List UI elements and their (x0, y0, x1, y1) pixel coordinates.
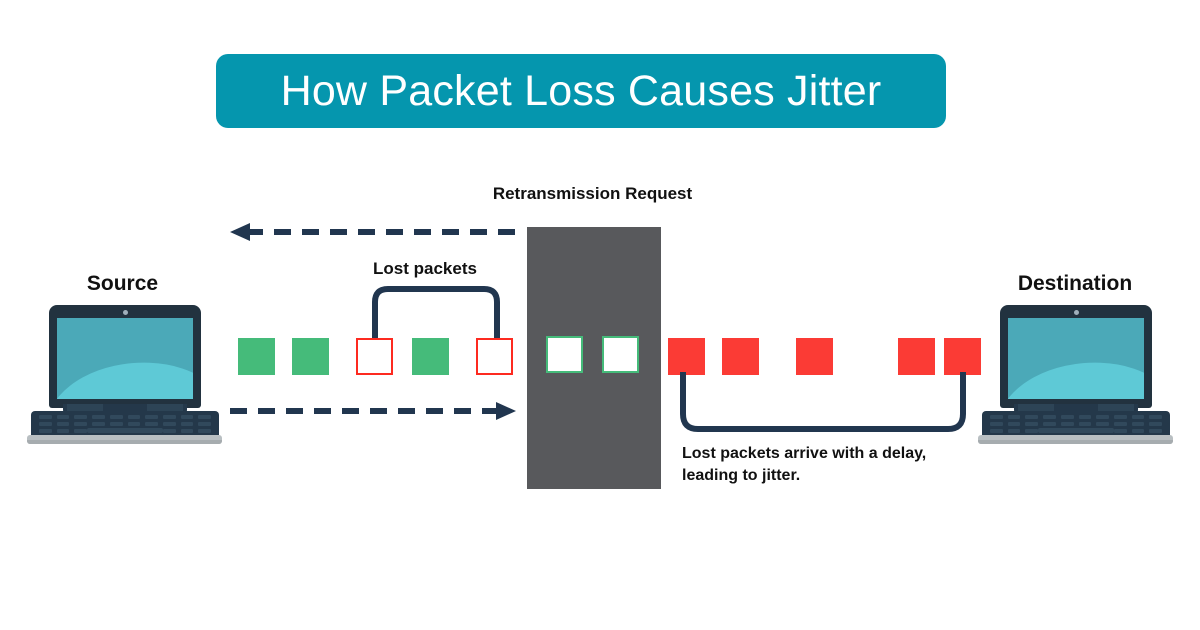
packet-lost-5 (476, 338, 513, 375)
laptop-base (978, 435, 1173, 444)
jitter-explanation-line2: leading to jitter. (682, 467, 801, 485)
packet-arrived-5 (944, 338, 981, 375)
packet-sent-1 (238, 338, 275, 375)
laptop-hinge (63, 404, 187, 413)
lost-packets-bracket (370, 284, 502, 342)
packet-lost-3 (356, 338, 393, 375)
source-laptop (27, 305, 222, 445)
laptop-lid (1000, 305, 1152, 408)
destination-laptop (978, 305, 1173, 445)
laptop-lid (49, 305, 201, 408)
laptop-hinge (1014, 404, 1138, 413)
jitter-explanation: Lost packets arrive with a delay, leadin… (682, 443, 926, 487)
keyboard-spacebar (87, 428, 163, 433)
keyboard-spacebar (1038, 428, 1114, 433)
destination-label: Destination (1017, 272, 1133, 295)
page-title: How Packet Loss Causes Jitter (280, 66, 882, 115)
webcam-icon (122, 310, 128, 315)
packet-arrived-3 (796, 338, 833, 375)
laptop-base (27, 435, 222, 444)
laptop-keyboard (31, 411, 219, 437)
packet-arrived-4 (898, 338, 935, 375)
retransmission-request-arrow (228, 222, 518, 242)
network-block (527, 227, 661, 489)
lost-packets-label: Lost packets (373, 259, 477, 278)
screen-wave (57, 355, 193, 399)
delay-bracket (678, 372, 968, 434)
packet-sent-2 (292, 338, 329, 375)
screen-wave (1008, 355, 1144, 399)
packet-buffered-1 (546, 336, 583, 373)
laptop-screen (57, 318, 193, 399)
webcam-icon (1073, 310, 1079, 315)
title-banner: How Packet Loss Causes Jitter (216, 54, 946, 128)
packet-arrived-1 (668, 338, 705, 375)
laptop-keyboard (982, 411, 1170, 437)
packet-arrived-2 (722, 338, 759, 375)
packet-buffered-2 (602, 336, 639, 373)
source-label: Source (86, 272, 159, 295)
retransmission-request-label: Retransmission Request (492, 184, 693, 203)
laptop-screen (1008, 318, 1144, 399)
jitter-explanation-line1: Lost packets arrive with a delay, (682, 445, 927, 462)
packet-sent-4 (412, 338, 449, 375)
data-flow-arrow (228, 401, 518, 421)
